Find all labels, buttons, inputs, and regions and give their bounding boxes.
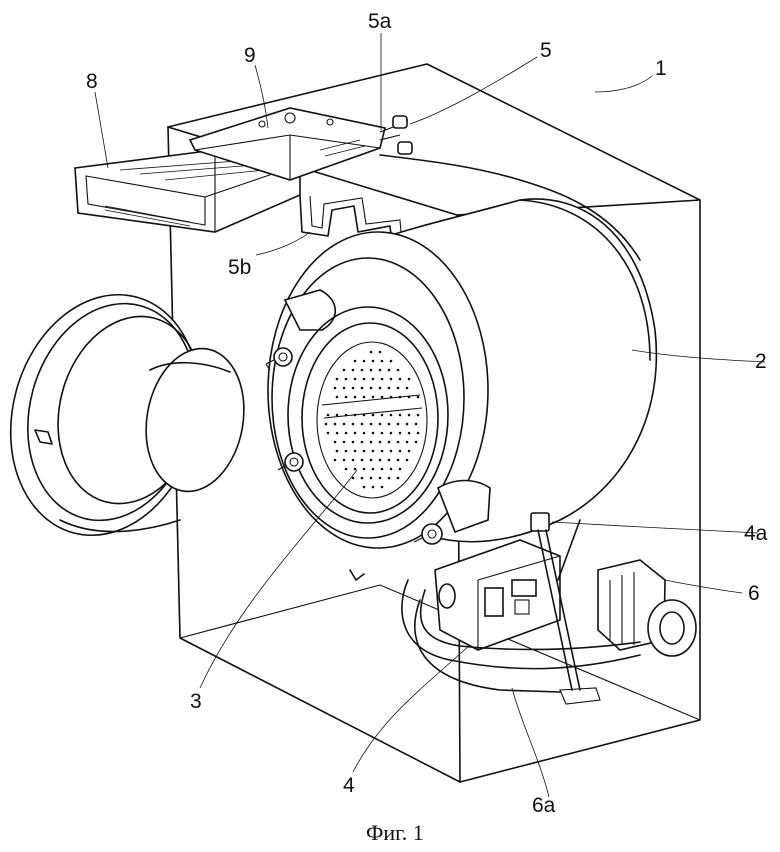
label-1: 1 bbox=[655, 57, 667, 80]
mounting-bolts bbox=[265, 347, 443, 545]
label-4a: 4a bbox=[744, 522, 768, 545]
label-9: 9 bbox=[244, 44, 256, 67]
motor-mount bbox=[349, 539, 561, 651]
water-valves bbox=[299, 115, 641, 261]
label-3: 3 bbox=[190, 690, 202, 713]
label-5: 5 bbox=[540, 39, 552, 62]
figure-caption: Фиг. 1 bbox=[366, 820, 424, 845]
label-5a: 5a bbox=[368, 10, 392, 33]
leader-lines bbox=[94, 33, 766, 798]
label-2: 2 bbox=[755, 350, 767, 373]
label-6: 6 bbox=[748, 582, 760, 605]
reference-labels: 1 2 3 4 4a 5 5a 5b 6 6a 8 9 bbox=[86, 10, 768, 817]
label-6a: 6a bbox=[532, 794, 556, 817]
label-5b: 5b bbox=[228, 256, 251, 279]
drain-hose bbox=[401, 579, 641, 693]
label-4: 4 bbox=[343, 774, 355, 797]
drain-pump bbox=[597, 559, 697, 657]
damper bbox=[530, 512, 601, 705]
water-supply-unit bbox=[188, 107, 386, 181]
drum-perforations bbox=[324, 350, 420, 489]
detergent-drawer bbox=[74, 149, 301, 233]
door-opening bbox=[283, 289, 491, 534]
label-8: 8 bbox=[86, 70, 98, 93]
front-door bbox=[9, 293, 245, 537]
